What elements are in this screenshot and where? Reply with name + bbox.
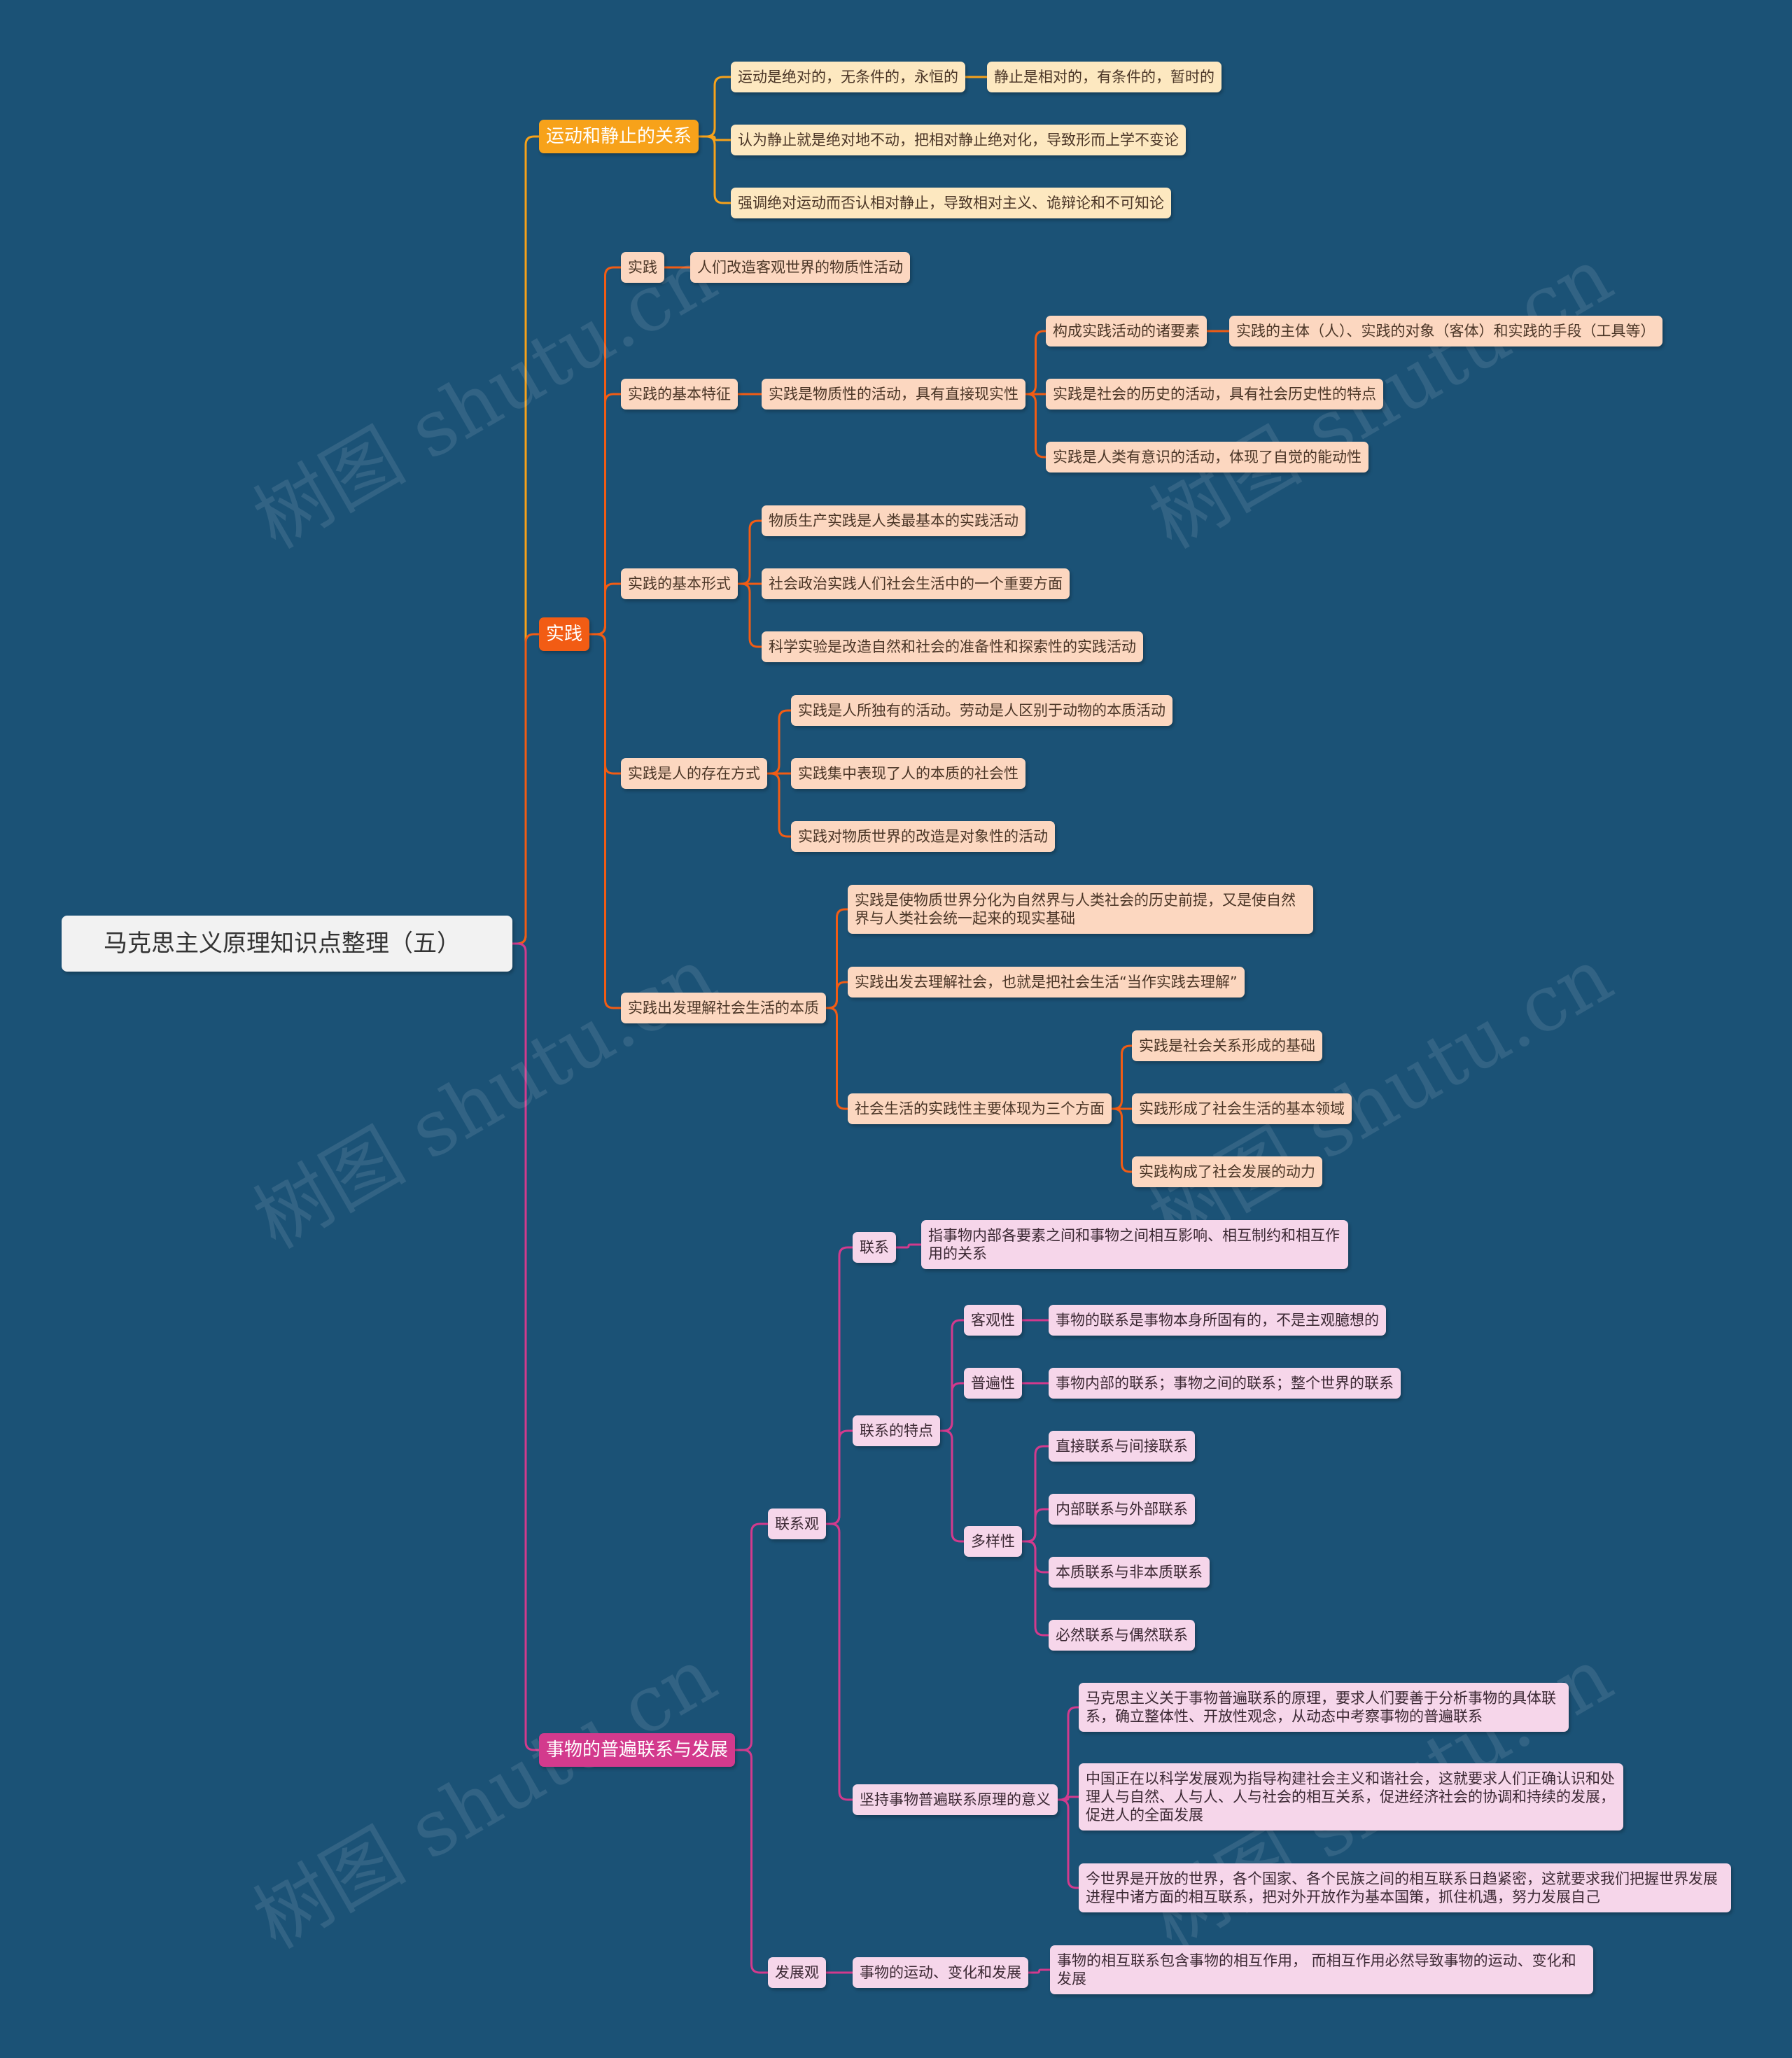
connector-line — [826, 1429, 853, 1525]
connector-line — [735, 1749, 768, 1974]
node-practice-society[interactable]: 实践出发理解社会生活的本质 — [621, 993, 826, 1023]
connector-line — [940, 1429, 964, 1543]
node-aspect-relations[interactable]: 实践是社会关系形成的基础 — [1132, 1030, 1322, 1061]
connector-line — [1026, 393, 1046, 458]
node-practice-existence[interactable]: 实践是人的存在方式 — [621, 758, 767, 789]
node-development-view[interactable]: 发展观 — [768, 1957, 826, 1988]
node-development-motion[interactable]: 事物的运动、变化和发展 — [853, 1957, 1028, 1988]
node-elements-detail[interactable]: 实践的主体（人）、实践的对象（客体）和实践的手段（工具等） — [1229, 316, 1662, 346]
branch-motion-stillness[interactable]: 运动和静止的关系 — [539, 120, 699, 153]
node-practice[interactable]: 实践 — [621, 252, 664, 283]
node-connection-view[interactable]: 联系观 — [768, 1508, 826, 1539]
root-topic[interactable]: 马克思主义原理知识点整理（五） — [62, 916, 512, 972]
node-meaning-analysis[interactable]: 马克思主义关于事物普遍联系的原理，要求人们要善于分析事物的具体联系，确立整体性、… — [1079, 1683, 1569, 1732]
connector-line — [826, 1007, 848, 1110]
node-connection-meaning[interactable]: 坚持事物普遍联系原理的意义 — [853, 1784, 1058, 1815]
node-meaning-harmony[interactable]: 中国正在以科学发展观为指导构建社会主义和谐社会，这就要求人们正确认识和处理人与自… — [1079, 1763, 1623, 1830]
connector-line — [826, 1522, 853, 1801]
node-existence-social[interactable]: 实践集中表现了人的本质的社会性 — [791, 758, 1026, 789]
connector-line — [738, 582, 762, 648]
connector-line — [1026, 330, 1046, 396]
node-diverse-direct[interactable]: 直接联系与间接联系 — [1049, 1431, 1195, 1462]
node-form-experiment[interactable]: 科学实验是改造自然和社会的准备性和探索性的实践活动 — [762, 631, 1143, 662]
connector-line — [589, 582, 621, 636]
node-aspect-domains[interactable]: 实践形成了社会生活的基本领域 — [1132, 1093, 1352, 1124]
node-society-understand[interactable]: 实践出发去理解社会，也就是把社会生活“当作实践去理解” — [848, 967, 1245, 997]
node-form-production[interactable]: 物质生产实践是人类最基本的实践活动 — [762, 505, 1026, 536]
connector-line — [512, 633, 539, 945]
node-relativism[interactable]: 强调绝对运动而否认相对静止，导致相对主义、诡辩论和不可知论 — [731, 188, 1171, 218]
connector-line — [1022, 1508, 1049, 1543]
branch-connection-development[interactable]: 事物的普遍联系与发展 — [539, 1733, 736, 1767]
node-practice-forms[interactable]: 实践的基本形式 — [621, 568, 738, 599]
node-society-premise[interactable]: 实践是使物质世界分化为自然界与人类社会的历史前提，又是使自然界与人类社会统一起来… — [848, 885, 1313, 934]
node-objective-detail[interactable]: 事物的联系是事物本身所固有的，不是主观臆想的 — [1049, 1305, 1386, 1336]
node-development-detail[interactable]: 事物的相互联系包含事物的相互作用， 而相互作用必然导致事物的运动、变化和发展 — [1050, 1945, 1593, 1994]
connector-line — [738, 519, 762, 585]
connector-line — [1058, 1795, 1079, 1801]
node-diverse-internal[interactable]: 内部联系与外部联系 — [1049, 1494, 1195, 1525]
node-practice-definition[interactable]: 人们改造客观世界的物质性活动 — [690, 252, 910, 283]
node-connection-traits[interactable]: 联系的特点 — [853, 1415, 940, 1446]
node-trait-universal[interactable]: 普遍性 — [964, 1368, 1022, 1399]
node-trait-diverse[interactable]: 多样性 — [964, 1526, 1022, 1557]
node-universal-detail[interactable]: 事物内部的联系；事物之间的联系；整个世界的联系 — [1049, 1368, 1401, 1399]
connector-line — [767, 772, 791, 838]
node-feature-conscious[interactable]: 实践是人类有意识的活动，体现了自觉的能动性 — [1046, 442, 1368, 472]
connector-line — [589, 633, 621, 1009]
node-practice-features[interactable]: 实践的基本特征 — [621, 379, 738, 410]
connector-line — [699, 76, 731, 138]
node-diverse-necessary[interactable]: 必然联系与偶然联系 — [1049, 1620, 1195, 1651]
connector-line — [512, 942, 539, 1751]
connector-line — [699, 135, 731, 204]
connector-line — [699, 135, 731, 141]
connector-line — [1058, 1706, 1079, 1801]
node-feature-material[interactable]: 实践是物质性的活动，具有直接现实性 — [762, 379, 1026, 410]
node-diverse-essential[interactable]: 本质联系与非本质联系 — [1049, 1557, 1210, 1588]
connector-line — [940, 1382, 964, 1432]
connector-line — [735, 1522, 768, 1751]
node-society-three-aspects[interactable]: 社会生活的实践性主要体现为三个方面 — [848, 1093, 1112, 1124]
node-feature-elements[interactable]: 构成实践活动的诸要素 — [1046, 316, 1207, 346]
connector-line — [1058, 1798, 1079, 1889]
connector-line — [826, 981, 848, 1009]
node-connection-definition[interactable]: 指事物内部各要素之间和事物之间相互影响、相互制约和相互作用的关系 — [921, 1220, 1348, 1269]
connector-line — [896, 1243, 921, 1249]
node-meaning-openness[interactable]: 今世界是开放的世界，各个国家、各个民族之间的相互联系日趋紧密，这就要求我们把握世… — [1079, 1863, 1731, 1912]
connector-line — [767, 709, 791, 775]
node-existence-labor[interactable]: 实践是人所独有的活动。劳动是人区别于动物的本质活动 — [791, 695, 1172, 726]
connector-line — [1112, 1044, 1132, 1110]
node-metaphysics[interactable]: 认为静止就是绝对地不动，把相对静止绝对化，导致形而上学不变论 — [731, 125, 1186, 155]
node-feature-social[interactable]: 实践是社会的历史的活动，具有社会历史性的特点 — [1046, 379, 1383, 410]
node-connection[interactable]: 联系 — [853, 1232, 896, 1263]
node-aspect-motive[interactable]: 实践构成了社会发展的动力 — [1132, 1156, 1322, 1187]
connector-line — [1028, 1968, 1050, 1974]
node-form-political[interactable]: 社会政治实践人们社会生活中的一个重要方面 — [762, 568, 1070, 599]
connector-line — [1112, 1107, 1132, 1173]
node-trait-objective[interactable]: 客观性 — [964, 1305, 1022, 1336]
node-stillness-relative[interactable]: 静止是相对的，有条件的，暂时的 — [987, 62, 1222, 92]
connector-line — [1022, 1540, 1049, 1637]
branch-practice[interactable]: 实践 — [539, 617, 590, 651]
node-existence-object[interactable]: 实践对物质世界的改造是对象性的活动 — [791, 821, 1055, 852]
node-motion-absolute[interactable]: 运动是绝对的，无条件的，永恒的 — [731, 62, 965, 92]
